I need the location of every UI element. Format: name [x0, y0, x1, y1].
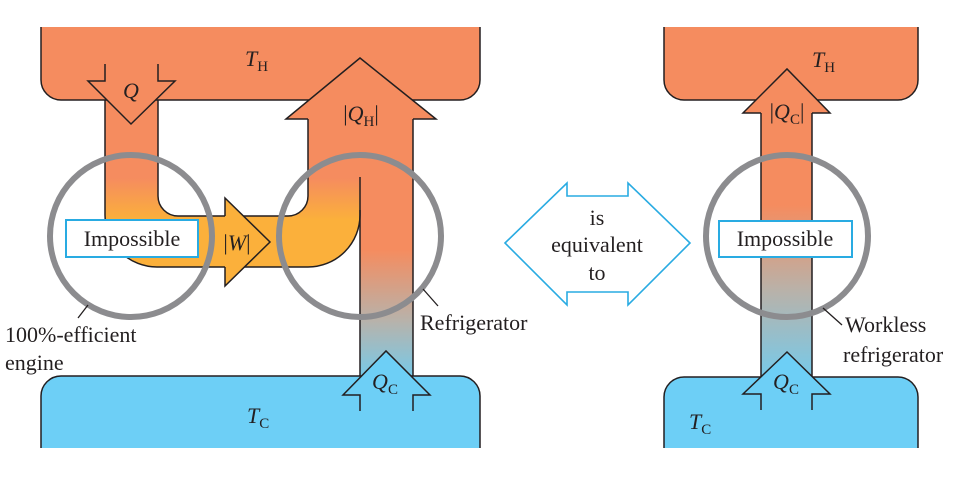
temperature-subscript: C [259, 416, 269, 432]
temperature-symbol: T [689, 409, 703, 434]
workless-impossible-badge [718, 220, 853, 258]
refrigerator-caption: Refrigerator [420, 310, 528, 335]
cold-heat-label: QC [773, 369, 799, 398]
abs-bar: | [223, 230, 227, 255]
refrigerator-highlight-ring [276, 152, 444, 320]
engine-impossible-badge-text: Impossible [84, 226, 181, 251]
cold-heat-arrow-icon [741, 350, 832, 410]
equivalence-arrow: is equivalent to [503, 181, 692, 307]
cold-heat-arrow-icon [341, 349, 432, 411]
engine-caption-leader-line [77, 304, 89, 319]
left-diagram: TH TC Q |QH| |W| QC Impossible 100%-effi… [5, 27, 528, 448]
cold-heat-label: QC [372, 369, 398, 398]
heat-symbol: Q [774, 99, 790, 124]
workless-impossible-badge-text: Impossible [737, 226, 834, 251]
work-symbol: W [228, 230, 248, 255]
abs-bar: | [246, 230, 250, 255]
abs-bar: | [343, 101, 347, 126]
cold-reservoir-label: TC [689, 409, 711, 438]
work-arrow-icon [224, 196, 272, 288]
hot-reservoir [664, 27, 918, 100]
temperature-subscript: H [824, 60, 835, 76]
heat-symbol: Q [348, 101, 364, 126]
hot-reservoir-label: TH [812, 47, 835, 76]
workless-caption-line-2: refrigerator [843, 342, 944, 367]
temperature-symbol: T [247, 403, 261, 428]
workless-caption-line-1: Workless [845, 312, 926, 337]
temperature-symbol: T [812, 47, 826, 72]
cold-heat-arrow-head-fill [743, 352, 830, 394]
equivalence-text-line-1: is [590, 205, 605, 230]
heat-subscript: C [789, 382, 799, 398]
temperature-symbol: T [245, 46, 259, 71]
heat-subscript: C [388, 382, 398, 398]
engine-caption-line-1: 100%-efficient [5, 322, 137, 347]
equivalence-text-line-2: equivalent [551, 232, 643, 257]
workless-refrigerator-highlight-ring [703, 152, 871, 320]
heat-out-arrow-icon [741, 67, 832, 114]
engine-impossible-badge [65, 219, 199, 258]
heat-in-arrow-head-fill [88, 81, 175, 124]
cold-reservoir-border [40, 375, 481, 448]
work-arrow-head-fill [225, 198, 270, 286]
heat-in-label: Q [123, 78, 139, 103]
heat-symbol: Q [372, 369, 388, 394]
heat-out-arrow-icon [283, 57, 439, 120]
temperature-subscript: H [257, 59, 268, 75]
abs-bar: | [800, 99, 804, 124]
refrigerator-caption-leader-line [422, 288, 439, 307]
cold-reservoir [664, 377, 918, 448]
hot-reservoir-border [40, 27, 481, 101]
heat-symbol: Q [773, 369, 789, 394]
workless-caption-leader-line [822, 307, 843, 326]
heat-out-arrow-head-fill [286, 58, 436, 119]
hot-reservoir-label: TH [245, 46, 268, 75]
temperature-subscript: C [701, 422, 711, 438]
cold-reservoir-label: TC [247, 403, 269, 432]
equivalence-text-line-3: to [588, 260, 605, 285]
heat-subscript: H [364, 114, 375, 130]
double-headed-arrow-icon [503, 181, 692, 307]
engine-highlight-ring [47, 152, 215, 320]
heat-out-arrow-head-fill [743, 69, 830, 113]
heat-out-label: |QC| [770, 99, 805, 128]
cold-heat-arrow-head-fill [343, 351, 430, 395]
abs-bar: | [770, 99, 774, 124]
engine-caption-line-2: engine [5, 350, 64, 375]
heat-subscript: C [790, 112, 800, 128]
right-diagram: TH TC |QC| QC Impossible Workless refrig… [663, 27, 944, 448]
heat-in-arrow-icon [86, 64, 177, 126]
heat-out-label: |QH| [343, 101, 379, 130]
abs-bar: | [374, 101, 378, 126]
work-label: |W| [223, 230, 250, 255]
